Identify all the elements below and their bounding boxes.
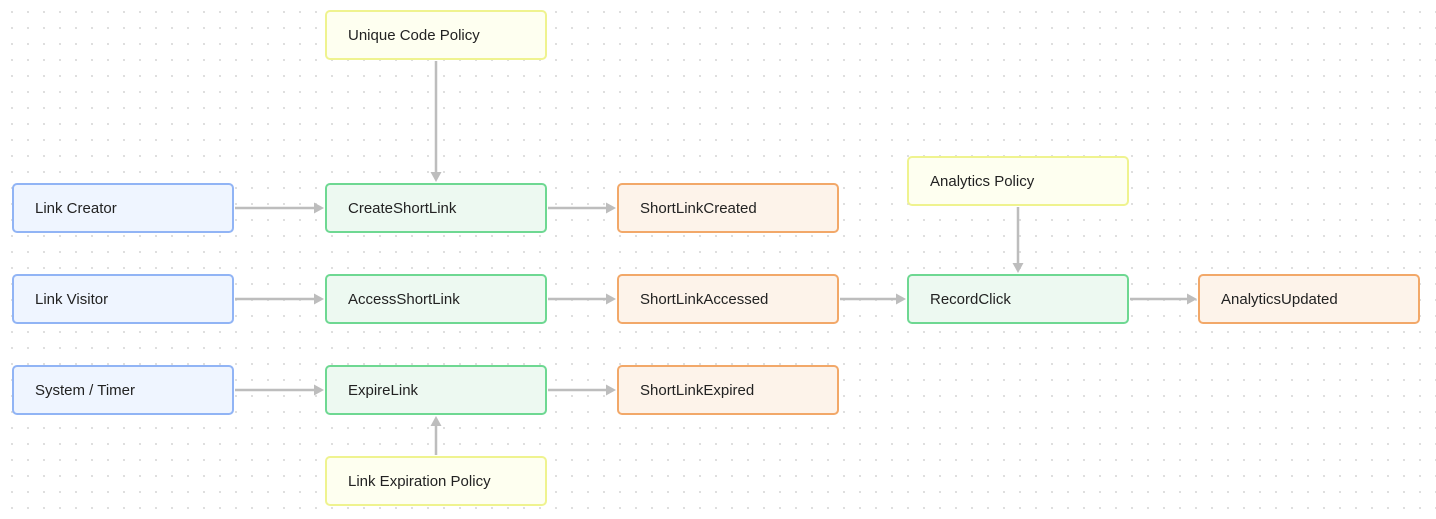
arrowhead-icon	[606, 384, 616, 396]
connector-access-short-link-to-short-link-accessed	[548, 293, 616, 305]
command-create-short-link[interactable]: CreateShortLink	[325, 183, 547, 233]
actor-system-timer[interactable]: System / Timer	[12, 365, 234, 415]
arrowhead-icon	[606, 293, 616, 305]
event-short-link-created[interactable]: ShortLinkCreated	[617, 183, 839, 233]
connector-link-creator-to-create-short-link	[235, 202, 324, 214]
arrowhead-icon	[430, 172, 442, 182]
event-short-link-accessed[interactable]: ShortLinkAccessed	[617, 274, 839, 324]
policy-link-expiration[interactable]: Link Expiration Policy	[325, 456, 547, 506]
arrowhead-icon	[1012, 263, 1024, 273]
arrowhead-icon	[896, 293, 906, 305]
arrowhead-icon	[314, 293, 324, 305]
policy-unique-code[interactable]: Unique Code Policy	[325, 10, 547, 60]
policy-analytics[interactable]: Analytics Policy	[907, 156, 1129, 206]
connector-record-click-to-analytics-updated	[1130, 293, 1197, 305]
command-record-click[interactable]: RecordClick	[907, 274, 1129, 324]
command-expire-link[interactable]: ExpireLink	[325, 365, 547, 415]
arrowhead-icon	[314, 202, 324, 214]
event-analytics-updated[interactable]: AnalyticsUpdated	[1198, 274, 1420, 324]
arrowhead-icon	[1187, 293, 1197, 305]
connector-create-short-link-to-short-link-created	[548, 202, 616, 214]
connector-short-link-accessed-to-record-click	[840, 293, 906, 305]
connector-link-expiration-policy-to-expire-link	[430, 416, 442, 455]
actor-link-creator[interactable]: Link Creator	[12, 183, 234, 233]
connector-link-visitor-to-access-short-link	[235, 293, 324, 305]
actor-link-visitor[interactable]: Link Visitor	[12, 274, 234, 324]
arrowhead-icon	[606, 202, 616, 214]
connector-analytics-policy-to-record-click	[1012, 207, 1024, 273]
connector-unique-code-policy-to-create-short-link	[430, 61, 442, 182]
event-short-link-expired[interactable]: ShortLinkExpired	[617, 365, 839, 415]
arrowhead-icon	[430, 416, 442, 426]
arrowhead-icon	[314, 384, 324, 396]
connector-expire-link-to-short-link-expired	[548, 384, 616, 396]
connector-system-timer-to-expire-link	[235, 384, 324, 396]
command-access-short-link[interactable]: AccessShortLink	[325, 274, 547, 324]
